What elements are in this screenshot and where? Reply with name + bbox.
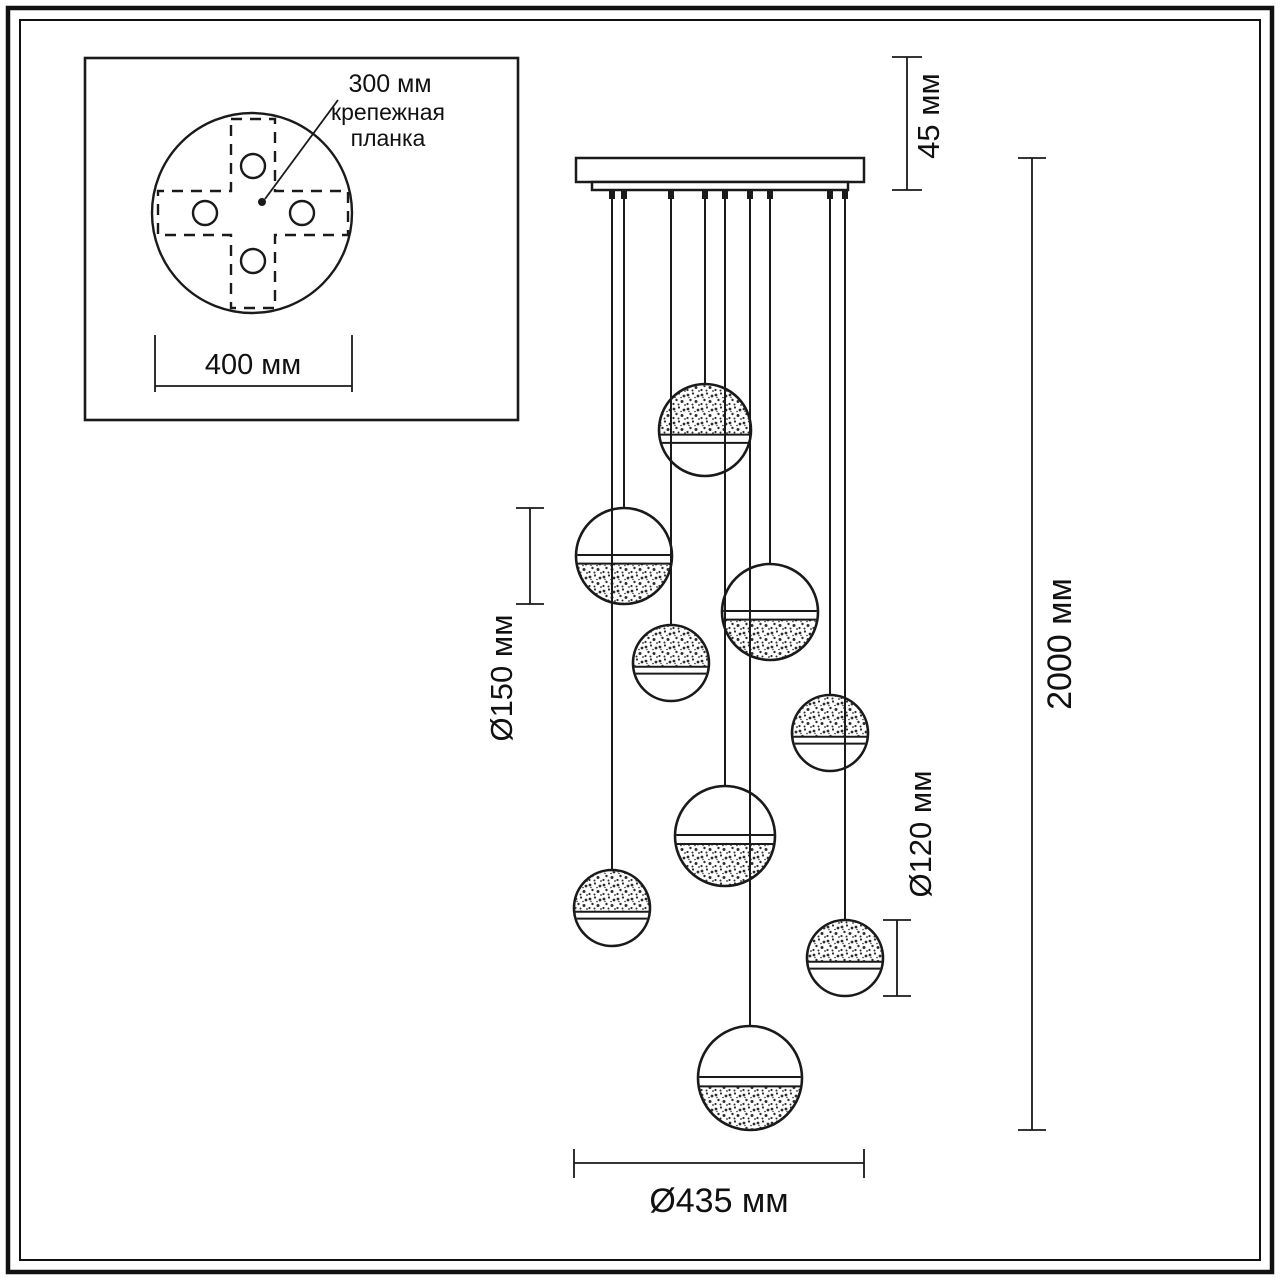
pendant-sphere — [657, 382, 753, 478]
canopy-lip — [590, 180, 850, 192]
leader-line — [264, 99, 339, 200]
suspension-cables — [609, 190, 848, 1027]
mount-hole-top — [239, 152, 267, 180]
cable-fitting — [702, 190, 708, 199]
cable-fitting — [722, 190, 728, 199]
canopy-circle — [150, 111, 354, 315]
mount-hole-bottom — [239, 247, 267, 275]
pendant-sphere — [805, 918, 885, 998]
bracket-label-line1: крепежная — [331, 99, 445, 125]
sphere-interior — [634, 626, 708, 675]
dim-400: 400 мм — [154, 335, 353, 392]
outer-border — [5, 5, 1275, 1275]
mount-hole-right — [288, 199, 316, 227]
pendant-sphere — [696, 1024, 804, 1132]
cable-fitting — [827, 190, 833, 199]
dim-150: Ø150 мм — [484, 507, 544, 742]
cable-fitting — [621, 190, 627, 199]
inset-border — [83, 56, 520, 422]
pendant-sphere — [574, 506, 674, 606]
crystal-texture — [676, 844, 774, 885]
cable-fitting — [842, 190, 848, 199]
dim-435-label: Ø435 мм — [649, 1182, 788, 1220]
inner-border — [19, 19, 1261, 1261]
crystal-texture — [793, 696, 867, 737]
cable-fitting — [609, 190, 615, 199]
pendant-sphere — [673, 784, 777, 888]
crystal-texture — [699, 1086, 801, 1129]
pendant-sphere — [631, 623, 711, 703]
dim-435: Ø435 мм — [573, 1149, 865, 1220]
dim-120-label: Ø120 мм — [903, 770, 938, 897]
crystal-texture — [577, 563, 671, 603]
bracket-label-line2: планка — [351, 125, 426, 151]
crystal-texture — [575, 871, 649, 912]
cable-fitting — [767, 190, 773, 199]
sphere-interior — [808, 921, 882, 970]
crystal-texture — [723, 619, 817, 659]
dim-300-label: 300 мм — [348, 70, 431, 98]
dim-400-label: 400 мм — [205, 349, 301, 381]
canopy-plate — [574, 156, 866, 184]
dim-2000: 2000 мм — [1018, 157, 1079, 1131]
cable-fitting — [747, 190, 753, 199]
pendant-spheres — [572, 382, 885, 1132]
dim-150-label: Ø150 мм — [484, 614, 519, 741]
dim-2000-label: 2000 мм — [1041, 578, 1079, 710]
crystal-texture — [660, 385, 750, 435]
mounting-bracket-outline — [156, 117, 350, 310]
ceiling-plate — [574, 156, 866, 192]
pendant-sphere — [720, 562, 820, 662]
page-frame — [5, 5, 1275, 1275]
sphere-interior — [793, 696, 867, 745]
main-drawing: 45 мм 2000 мм Ø150 мм Ø120 мм Ø435 мм — [484, 56, 1079, 1220]
mounting-plate-inset: 300 мм крепежная планка 400 мм — [83, 56, 520, 422]
dim-45: 45 мм — [892, 56, 946, 191]
crystal-texture — [808, 921, 882, 962]
sphere-interior — [660, 385, 750, 444]
center-point — [258, 198, 266, 206]
cable-fitting — [668, 190, 674, 199]
sphere-interior — [575, 871, 649, 920]
dim-120: Ø120 мм — [883, 770, 938, 997]
pendant-sphere — [790, 693, 870, 773]
dim-45-label: 45 мм — [911, 73, 946, 159]
crystal-texture — [634, 626, 708, 667]
mount-hole-left — [191, 199, 219, 227]
pendant-sphere — [572, 868, 652, 948]
